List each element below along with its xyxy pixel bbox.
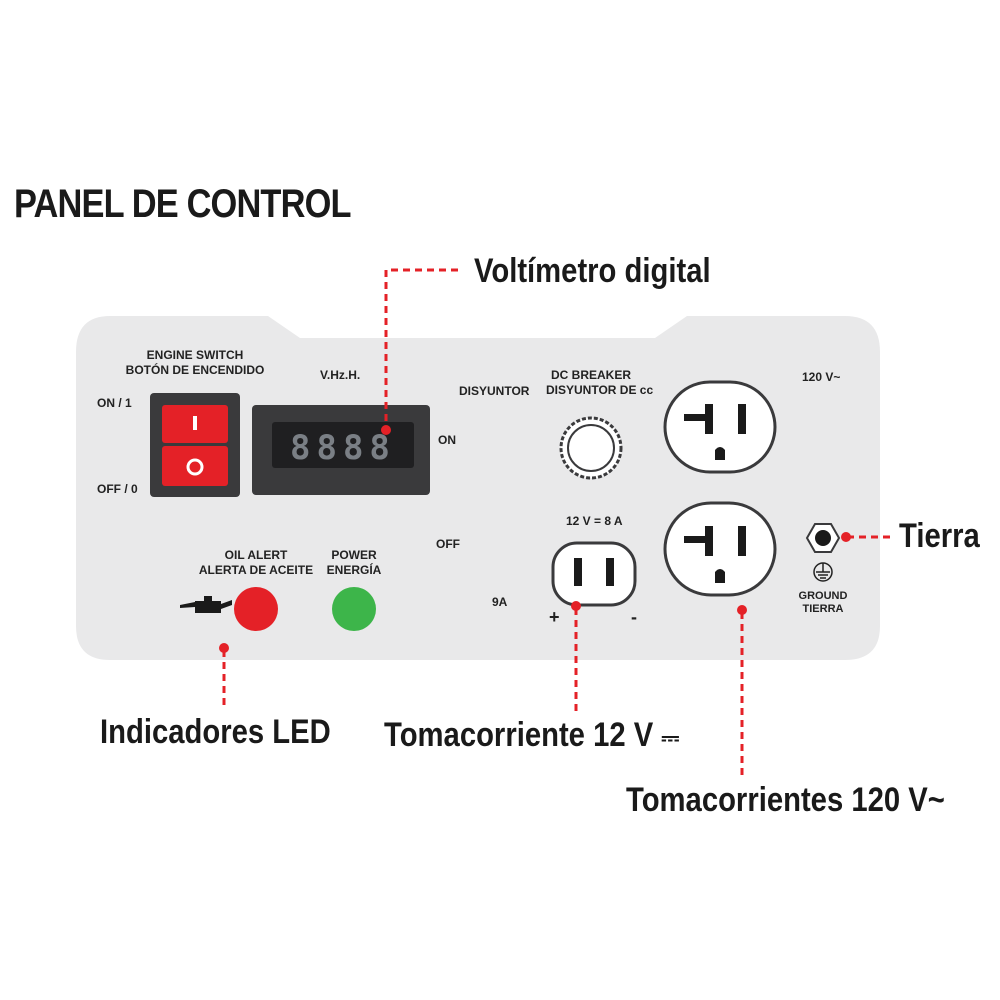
ac-voltage-label: 120 V~: [802, 370, 841, 384]
ground-symbol-icon: [813, 562, 833, 582]
power-label-es: ENERGÍA: [326, 563, 382, 577]
meter-on-label: ON: [438, 433, 456, 447]
outlet-120v-bottom: [663, 501, 777, 597]
dc-breaker-label: DC BREAKER DISYUNTOR DE cc: [546, 368, 654, 398]
switch-off-label: OFF / 0: [97, 482, 138, 496]
disyuntor-label: DISYUNTOR: [459, 384, 530, 398]
outlet-12v-callout: Tomacorriente 12 V ⎓: [384, 716, 679, 755]
voltmeter-leader-line: [384, 268, 458, 426]
minus-terminal-label: -: [631, 607, 637, 627]
voltmeter-callout: Voltímetro digital: [474, 252, 711, 290]
voltmeter-screen: [272, 422, 414, 468]
dc-breaker-label-en: DC BREAKER: [550, 368, 631, 382]
outlet-120v-top: [663, 380, 777, 474]
switch-on-label: ON / 1: [97, 396, 132, 410]
ground-terminal: [805, 523, 841, 553]
page-title: PANEL DE CONTROL: [14, 182, 351, 226]
outlet-12v: [551, 541, 637, 607]
oil-can-icon: [180, 596, 232, 613]
dc-breaker-label-es: DISYUNTOR DE cc: [546, 383, 654, 397]
engine-switch-label-es: BOTÓN DE ENCENDIDO: [125, 363, 265, 377]
dc-rating-label: 12 V = 8 A: [566, 514, 623, 528]
vhzh-label: V.Hz.H.: [320, 368, 361, 382]
ground-callout: Tierra: [899, 517, 980, 555]
oil-alert-label: OIL ALERT ALERTA DE ACEITE: [196, 548, 316, 578]
power-led: [332, 587, 376, 631]
meter-off-label: OFF: [436, 537, 460, 551]
voltmeter-reading: 8888: [290, 428, 396, 468]
leds-callout: Indicadores LED: [100, 713, 331, 751]
engine-switch-label: ENGINE SWITCH BOTÓN DE ENCENDIDO: [120, 348, 270, 378]
ground-label: GROUND TIERRA: [795, 590, 851, 616]
outlets-120v-callout: Tomacorrientes 120 V~: [626, 781, 945, 819]
ground-label-en: GROUND: [798, 590, 848, 602]
oil-alert-led: [234, 587, 278, 631]
oil-alert-label-en: OIL ALERT: [224, 548, 288, 562]
engine-switch-label-en: ENGINE SWITCH: [146, 348, 244, 362]
power-label: POWER ENERGÍA: [324, 548, 384, 578]
dc-symbol-icon: ⎓: [661, 722, 680, 752]
power-label-en: POWER: [331, 548, 377, 562]
breaker-amps-label: 9A: [492, 595, 508, 609]
engine-switch-off-half: [162, 446, 228, 486]
outlet-12v-callout-text: Tomacorriente 12 V: [384, 716, 654, 754]
oil-alert-label-es: ALERTA DE ACEITE: [198, 563, 314, 577]
ground-label-es: TIERRA: [802, 603, 844, 615]
plus-terminal-label: +: [549, 607, 560, 627]
